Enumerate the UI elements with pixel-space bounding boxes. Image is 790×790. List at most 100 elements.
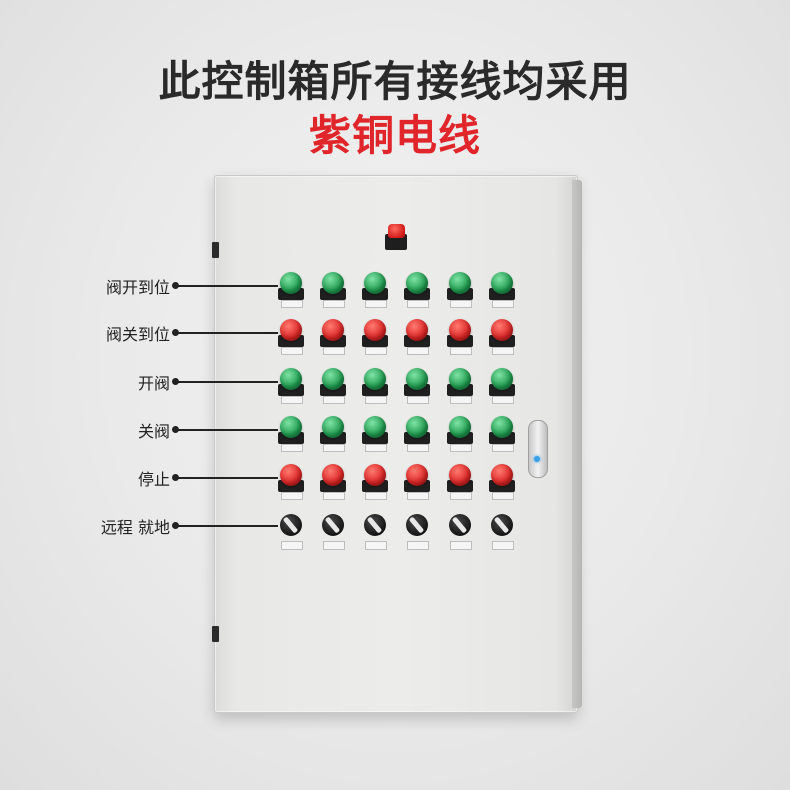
leader-line — [176, 525, 278, 527]
button-cap — [280, 319, 302, 341]
green-push-button[interactable] — [489, 368, 515, 404]
row-label: 开阀 — [137, 374, 170, 393]
leader-dot — [172, 426, 179, 433]
remote-local-selector-switch[interactable] — [362, 514, 388, 550]
red-push-button[interactable] — [489, 464, 515, 500]
green-push-button[interactable] — [447, 368, 473, 404]
green-push-button[interactable] — [489, 416, 515, 452]
button-cap — [406, 319, 428, 341]
leader-line — [176, 285, 278, 287]
nameplate — [492, 444, 514, 452]
red-indicator-light — [404, 319, 430, 355]
nameplate — [281, 300, 303, 308]
leader-dot — [172, 329, 179, 336]
button-cap — [491, 368, 513, 390]
button-cap — [406, 272, 428, 294]
button-cap — [322, 368, 344, 390]
door-handle-icon[interactable] — [528, 420, 548, 478]
green-push-button[interactable] — [362, 368, 388, 404]
red-push-button[interactable] — [278, 464, 304, 500]
red-indicator-light — [320, 319, 346, 355]
green-indicator-light — [447, 272, 473, 308]
remote-local-selector-switch[interactable] — [320, 514, 346, 550]
nameplate — [492, 347, 514, 355]
button-cap — [491, 464, 513, 486]
remote-local-selector-switch[interactable] — [404, 514, 430, 550]
emergency-stop-button[interactable] — [388, 224, 405, 238]
nameplate — [281, 492, 303, 500]
red-push-button[interactable] — [404, 464, 430, 500]
leader-dot — [172, 282, 179, 289]
green-push-button[interactable] — [320, 416, 346, 452]
nameplate — [365, 492, 387, 500]
button-cap — [280, 368, 302, 390]
nameplate — [407, 541, 429, 550]
nameplate — [365, 300, 387, 308]
red-push-button[interactable] — [320, 464, 346, 500]
button-cap — [491, 319, 513, 341]
nameplate — [281, 541, 303, 550]
green-indicator-light — [489, 272, 515, 308]
green-push-button[interactable] — [447, 416, 473, 452]
green-push-button[interactable] — [278, 416, 304, 452]
cabinet-side-edge — [572, 180, 582, 708]
button-cap — [449, 416, 471, 438]
remote-local-selector-switch[interactable] — [447, 514, 473, 550]
green-indicator-light — [404, 272, 430, 308]
button-cap — [280, 416, 302, 438]
nameplate — [281, 444, 303, 452]
red-indicator-light — [447, 319, 473, 355]
button-cap — [449, 319, 471, 341]
emergency-stop-base — [385, 234, 407, 250]
nameplate — [281, 396, 303, 404]
button-cap — [364, 319, 386, 341]
nameplate — [450, 444, 472, 452]
red-push-button[interactable] — [447, 464, 473, 500]
button-cap — [322, 464, 344, 486]
button-cap — [322, 319, 344, 341]
nameplate — [450, 541, 472, 550]
nameplate — [323, 444, 345, 452]
nameplate — [365, 396, 387, 404]
nameplate — [407, 347, 429, 355]
button-cap — [406, 464, 428, 486]
red-push-button[interactable] — [362, 464, 388, 500]
leader-line — [176, 381, 278, 383]
row-label: 阀关到位 — [105, 325, 170, 344]
nameplate — [323, 396, 345, 404]
green-push-button[interactable] — [362, 416, 388, 452]
button-cap — [322, 272, 344, 294]
remote-local-selector-switch[interactable] — [489, 514, 515, 550]
nameplate — [323, 492, 345, 500]
red-indicator-light — [489, 319, 515, 355]
green-push-button[interactable] — [278, 368, 304, 404]
green-push-button[interactable] — [404, 416, 430, 452]
nameplate — [492, 492, 514, 500]
nameplate — [365, 444, 387, 452]
button-cap — [364, 416, 386, 438]
nameplate — [450, 347, 472, 355]
button-cap — [280, 464, 302, 486]
button-cap — [280, 272, 302, 294]
headline-line1: 此控制箱所有接线均采用 — [158, 57, 632, 106]
button-cap — [449, 368, 471, 390]
leader-dot — [172, 378, 179, 385]
nameplate — [450, 300, 472, 308]
button-cap — [364, 368, 386, 390]
nameplate — [407, 492, 429, 500]
green-push-button[interactable] — [320, 368, 346, 404]
row-label: 远程 就地 — [100, 518, 170, 537]
nameplate — [492, 396, 514, 404]
leader-line — [176, 332, 278, 334]
nameplate — [281, 347, 303, 355]
button-cap — [449, 464, 471, 486]
headline-line2: 紫铜电线 — [308, 111, 481, 160]
row-label: 关阀 — [137, 422, 170, 441]
remote-local-selector-switch[interactable] — [278, 514, 304, 550]
green-push-button[interactable] — [404, 368, 430, 404]
button-cap — [491, 272, 513, 294]
button-cap — [449, 272, 471, 294]
nameplate — [365, 541, 387, 550]
leader-line — [176, 429, 278, 431]
leader-dot — [172, 522, 179, 529]
